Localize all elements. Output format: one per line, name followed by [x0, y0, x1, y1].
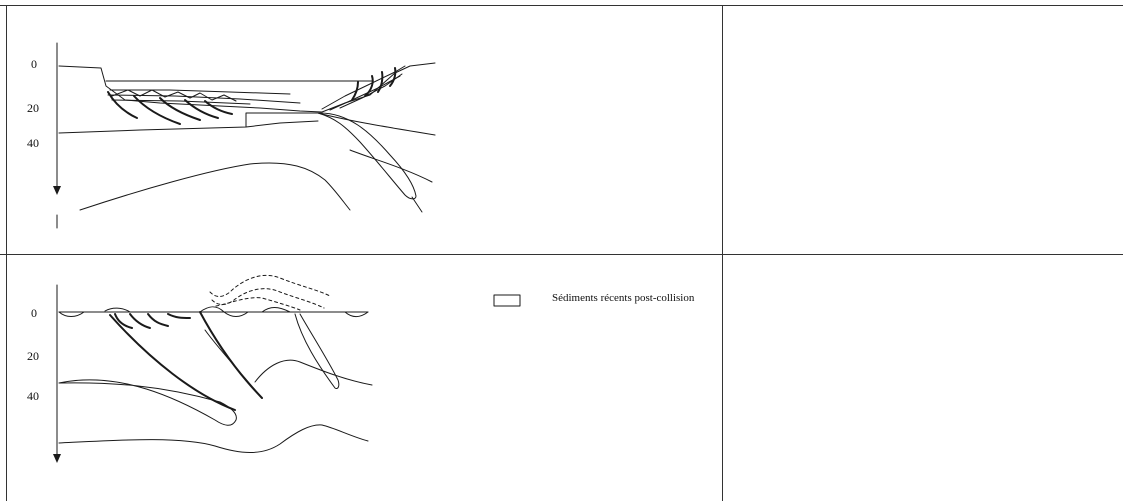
legend-swatch: [494, 295, 520, 306]
bottom-thrust-faults: [110, 312, 262, 410]
bottom-depth-tick-40: 40: [27, 390, 39, 402]
bottom-surface-outline: [59, 307, 368, 317]
top-crust-and-slab: [59, 113, 435, 212]
bottom-depth-tick-0: 0: [31, 307, 37, 319]
top-left-thrust-faults: [108, 92, 232, 124]
bottom-depth-tick-20: 20: [27, 350, 39, 362]
bottom-crust-and-slab: [59, 314, 372, 453]
top-right-thrust-faults-bold: [352, 68, 395, 100]
top-right-thrust-faults: [322, 66, 405, 110]
bottom-eroded-folds: [210, 275, 330, 310]
top-depth-axis: [53, 43, 61, 228]
legend-label: Sédiments récents post-collision: [552, 292, 712, 305]
